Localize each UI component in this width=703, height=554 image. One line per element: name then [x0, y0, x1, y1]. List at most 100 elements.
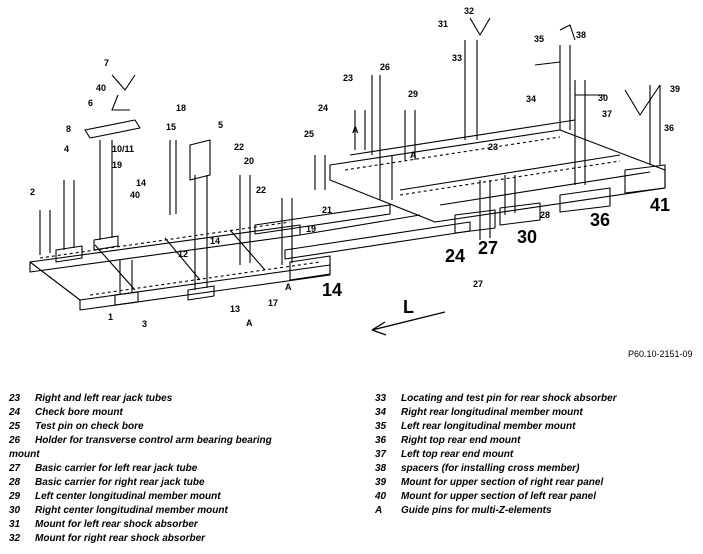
callout-label: 22 [234, 142, 244, 152]
legend-number: 23 [9, 393, 21, 404]
callout-label: 36 [664, 123, 674, 133]
callout-label: 22 [256, 185, 266, 195]
callout-label: 1 [108, 312, 113, 322]
post-35 [574, 80, 586, 185]
mid-rail-1 [254, 204, 391, 235]
post-15 [169, 140, 177, 215]
post-2 [39, 210, 51, 255]
callout-label: 23 [488, 142, 498, 152]
rear-cross-2 [439, 171, 651, 206]
front-block-14 [289, 255, 331, 281]
legend-right: 33 Locating and test pin for rear shock a… [375, 392, 695, 518]
legend-number: 32 [9, 533, 21, 544]
legend-text: Mount for right rear shock absorber [35, 533, 206, 544]
post-26 [379, 155, 393, 200]
legend-text: Mount for left rear shock absorber [35, 519, 198, 530]
section-number: 36 [590, 210, 610, 230]
fixture-5 [189, 139, 211, 181]
legend-text: Left center longitudinal member mount [35, 491, 221, 502]
callout-label: A [352, 125, 359, 135]
callout-label: 40 [130, 190, 140, 200]
post-30 [404, 110, 416, 160]
section-number: 30 [517, 227, 537, 247]
post-34 [464, 40, 478, 140]
post-18 [187, 175, 215, 301]
legend-text: Basic carrier for left rear jack tube [35, 463, 198, 474]
callout-label: 3 [142, 319, 147, 329]
legend-text: Left rear longitudinal member mount [401, 421, 576, 432]
post-27 [479, 180, 491, 240]
callout-label: 38 [576, 30, 586, 40]
legend-text: Basic carrier for right rear jack tube [35, 477, 205, 488]
callout-label: 7 [104, 58, 109, 68]
post-4 [55, 180, 83, 263]
section-number: 41 [650, 195, 670, 215]
legend-number: 35 [375, 421, 387, 432]
fixture-diagram: 1234567810/11121314141517181919202122222… [29, 6, 680, 336]
legend-item: 40 Mount for upper section of left rear p… [375, 490, 695, 504]
callout-label: 21 [322, 205, 332, 215]
callout-label: 32 [464, 6, 474, 16]
callout-label: 19 [112, 160, 122, 170]
figure-reference: P60.10-2151-09 [628, 349, 693, 359]
legend-text: spacers (for installing cross member) [401, 463, 580, 474]
front-rail-inner [29, 224, 301, 273]
callout-label: 2 [30, 187, 35, 197]
legend-text: Locating and test pin for rear shock abs… [401, 393, 617, 404]
rear-cross-1 [399, 154, 621, 191]
legend-number: 40 [375, 491, 387, 502]
legend-item: 33 Locating and test pin for rear shock a… [375, 392, 695, 406]
fixture-39 [559, 24, 576, 41]
post-6 [93, 140, 119, 251]
rear-block-4 [624, 164, 666, 194]
callout-label: A [246, 318, 253, 328]
legend-item: 35 Left rear longitudinal member mount [375, 420, 695, 434]
legend-text: Right and left rear jack tubes [35, 393, 173, 404]
legend-text: Right rear longitudinal member mount [401, 407, 583, 418]
callout-label: 14 [210, 236, 220, 246]
rear-rail-2 [349, 119, 576, 156]
front-cross-bar-4 [229, 229, 266, 271]
post-25 [314, 155, 326, 190]
callout-label: 37 [602, 109, 612, 119]
callout-label: 18 [176, 103, 186, 113]
callout-label: 33 [452, 53, 462, 63]
callout-label: 29 [408, 89, 418, 99]
callout-label: 27 [473, 279, 483, 289]
legend-number: 33 [375, 393, 387, 404]
fixture-33 [469, 17, 491, 36]
callout-label: 24 [318, 103, 328, 113]
callout-label: 17 [268, 298, 278, 308]
fixture-40 [624, 84, 661, 116]
post-40 [649, 85, 661, 165]
legend-number: 34 [375, 407, 387, 418]
callout-label: 4 [64, 144, 69, 154]
callout-label: 40 [96, 83, 106, 93]
legend-text: Left top rear end mount [401, 449, 514, 460]
callout-label: 10/11 [112, 144, 134, 154]
callout-label: 5 [218, 120, 223, 130]
callout-label: 12 [178, 249, 188, 259]
legend-text: Mount for upper section of left rear pan… [401, 491, 597, 502]
callout-label: A [285, 282, 292, 292]
legend-text: Right center longitudinal member mount [35, 505, 228, 516]
post-22 [281, 198, 293, 265]
legend-text: Right top rear end mount [401, 435, 521, 446]
legend-text: Test pin on check bore [35, 421, 144, 432]
section-number: 27 [478, 238, 498, 258]
post-28 [371, 75, 381, 155]
legend-number: 27 [9, 463, 21, 474]
post-23 [354, 110, 366, 150]
callout-label: 13 [230, 304, 240, 314]
section-number: 14 [322, 280, 342, 300]
callout-label: 31 [438, 19, 448, 29]
callout-label: 15 [166, 122, 176, 132]
legend-number: 26 [9, 435, 21, 446]
legend-text-continued: mount [9, 449, 40, 460]
